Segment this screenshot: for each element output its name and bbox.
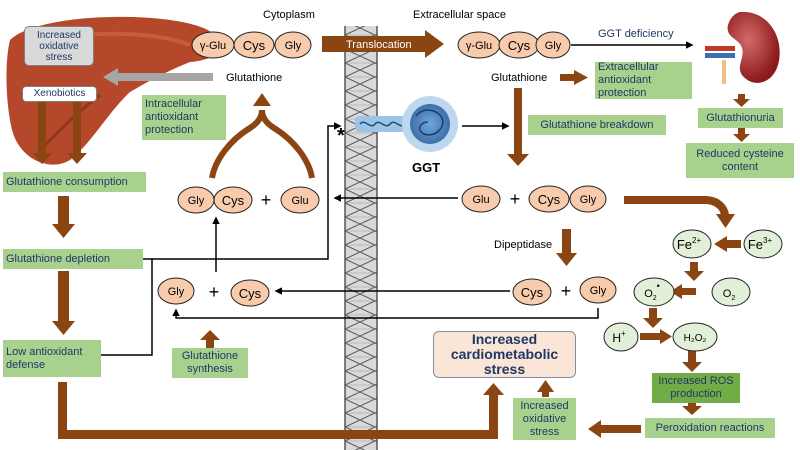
glutathionuria-text: Glutathionuria <box>706 111 775 124</box>
species-o2: O2 <box>723 288 736 302</box>
mol-tl-glu: γ-Glu <box>200 40 226 52</box>
mol-tr-cys: Cys <box>508 38 531 53</box>
species-h2o2: H₂O₂ <box>684 333 707 344</box>
box-intracellular-protection: Intracellular antioxidant protection <box>142 95 226 140</box>
mol-ll-gly: Gly <box>168 286 185 298</box>
label-ggt-deficiency: GGT deficiency <box>598 28 674 40</box>
box-glutathione-depletion: Glutathione depletion <box>3 249 143 269</box>
mol-lr-gly: Gly <box>590 285 607 297</box>
molecule-mid-right <box>461 185 607 213</box>
label-dipeptidase: Dipeptidase <box>494 239 552 251</box>
mol-lr-cys: Cys <box>521 285 544 300</box>
ggt-asterisk: * <box>337 125 345 147</box>
mol-mr-gly: Gly <box>580 194 597 206</box>
plus-mid-right: + <box>510 189 521 209</box>
xenobiotics-label: Xenobiotics <box>22 86 97 102</box>
increased-oxidative-stress-text: Increased oxidative stress <box>520 399 569 438</box>
liver-oxidative-stress-label: Increased oxidative stress <box>24 26 94 66</box>
label-cytoplasm: Cytoplasm <box>263 9 315 21</box>
liver-oxidative-stress-text: Increased oxidative stress <box>37 29 81 63</box>
mol-tl-cys: Cys <box>243 38 266 53</box>
outcome-text: Increased cardiometabolic stress <box>450 331 559 377</box>
xenobiotics-text: Xenobiotics <box>33 88 86 99</box>
mol-ll-cys: Cys <box>239 286 262 301</box>
box-glutathionuria: Glutathionuria <box>698 108 783 128</box>
molecule-top-right <box>457 31 571 59</box>
box-glutathione-consumption: Glutathione consumption <box>3 172 146 192</box>
glutathione-synthesis-text: Glutathione synthesis <box>181 350 239 375</box>
species-fe2: Fe2+ <box>677 236 702 252</box>
mol-tr-gly: Gly <box>545 40 562 52</box>
box-low-antioxidant: Low antioxidant defense <box>3 340 101 377</box>
box-glutathione-synthesis: Glutathione synthesis <box>172 348 248 378</box>
gray-arrow <box>103 68 213 86</box>
increased-ros-text: Increased ROS production <box>658 375 734 400</box>
low-antioxidant-text: Low antioxidant defense <box>6 345 83 371</box>
plus-low-left: + <box>209 282 220 302</box>
box-increased-oxidative-stress: Increased oxidative stress <box>513 398 576 440</box>
species-fe3: Fe3+ <box>748 236 773 252</box>
glutathione-depletion-text: Glutathione depletion <box>6 252 110 265</box>
mol-mr-glu: Glu <box>472 194 489 206</box>
cell-membrane <box>344 26 378 450</box>
label-translocation: Translocation <box>346 39 412 51</box>
ggt-protein <box>355 96 458 152</box>
box-extracellular-protection: Extracellular antioxidant protection <box>595 61 692 99</box>
molecule-top-left <box>191 31 312 59</box>
mol-tl-gly: Gly <box>285 40 302 52</box>
mol-ml-gly: Gly <box>188 195 205 207</box>
intracellular-protection-text: Intracellular antioxidant protection <box>145 98 202 136</box>
kidney-illustration <box>705 11 780 84</box>
box-increased-ros: Increased ROS production <box>652 373 740 403</box>
peroxidation-text: Peroxidation reactions <box>655 421 765 434</box>
label-glutathione-left: Glutathione <box>226 72 282 84</box>
flow-arrows-brown <box>32 30 750 439</box>
plus-low-right: + <box>561 281 572 301</box>
label-extracellular: Extracellular space <box>413 9 506 21</box>
glutathione-consumption-text: Glutathione consumption <box>6 175 128 188</box>
mol-tr-glu: γ-Glu <box>466 40 492 52</box>
mol-ml-glu: Glu <box>291 195 308 207</box>
label-glutathione-right: Glutathione <box>491 72 547 84</box>
species-circles <box>603 229 783 352</box>
plus-mid-left: + <box>261 190 272 210</box>
glutathione-breakdown-text: Glutathione breakdown <box>540 118 654 131</box>
reduced-cysteine-text: Reduced cysteine content <box>696 147 784 173</box>
mol-mr-cys: Cys <box>538 192 561 207</box>
box-peroxidation: Peroxidation reactions <box>645 418 775 438</box>
box-glutathione-breakdown: Glutathione breakdown <box>528 115 666 135</box>
molecule-mid-left <box>177 186 320 214</box>
species-o2-radical: O2• <box>644 281 660 302</box>
outcome-box: Increased cardiometabolic stress <box>433 331 576 378</box>
molecule-low-right <box>512 276 617 306</box>
mol-ml-cys: Cys <box>222 193 245 208</box>
label-ggt: GGT <box>412 160 440 175</box>
extracellular-protection-text: Extracellular antioxidant protection <box>598 61 659 99</box>
box-reduced-cysteine: Reduced cysteine content <box>686 143 794 178</box>
molecule-low-left <box>157 277 270 307</box>
species-h-plus: H+ <box>612 329 626 345</box>
